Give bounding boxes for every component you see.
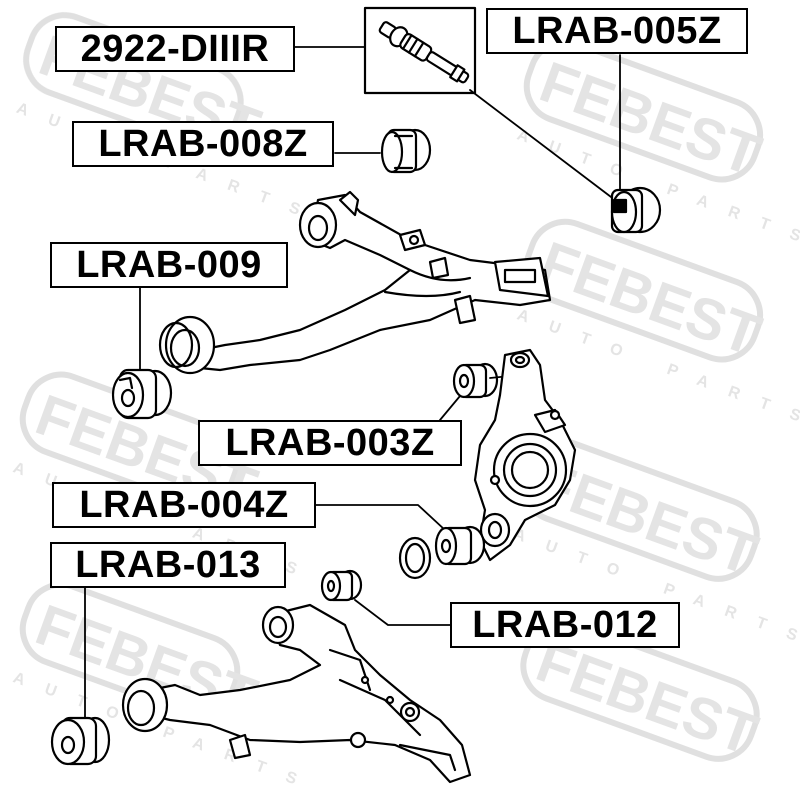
part-label-lrab-003z: LRAB-003Z — [198, 420, 462, 466]
bushing-005z — [610, 186, 662, 234]
part-label-lrab-009: LRAB-009 — [50, 242, 288, 288]
bushing-012 — [320, 569, 363, 602]
part-label-lrab-013: LRAB-013 — [50, 542, 286, 588]
part-label-lrab-004z: LRAB-004Z — [52, 482, 316, 528]
tie-rod-inset — [363, 6, 477, 95]
bushing-013 — [50, 716, 111, 766]
upper-control-arm — [158, 190, 552, 375]
part-label-lrab-008z: LRAB-008Z — [72, 121, 334, 167]
knuckle — [473, 348, 577, 562]
leader-lines — [84, 46, 621, 721]
bushing-004z — [398, 525, 486, 580]
bushing-009 — [111, 368, 173, 420]
lower-control-arm — [121, 603, 472, 784]
part-label-lrab-012: LRAB-012 — [450, 602, 680, 648]
bushing-008z — [380, 128, 432, 174]
part-label-lrab-005z: LRAB-005Z — [486, 8, 748, 54]
part-label-2922-diiir: 2922-DIIIR — [55, 26, 295, 72]
bushing-003z — [452, 362, 521, 399]
